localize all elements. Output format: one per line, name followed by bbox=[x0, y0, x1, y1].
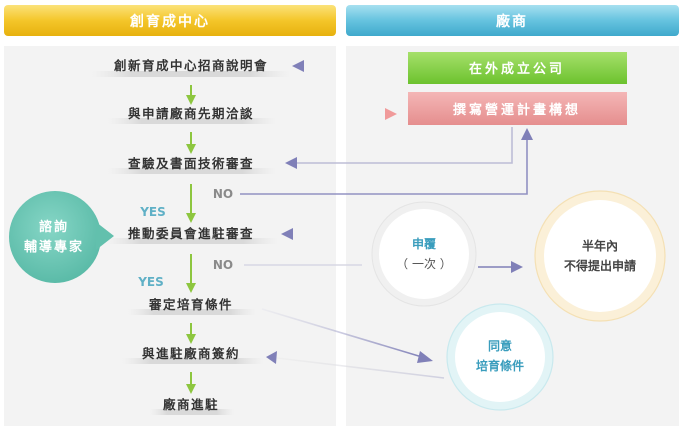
box-establish-company-label: 在外成立公司 bbox=[469, 61, 565, 77]
step-underline bbox=[108, 168, 276, 174]
step-written-review: 查驗及書面技術審查 bbox=[127, 156, 254, 171]
arrow-head bbox=[281, 228, 293, 240]
step-preliminary-talks: 與申請廠商先期洽談 bbox=[128, 106, 254, 121]
step-underline bbox=[106, 238, 278, 244]
arrow-plan-to-review bbox=[296, 127, 513, 164]
circle-appeal-inner bbox=[379, 209, 469, 299]
agree-line2: 培育條件 bbox=[476, 358, 524, 373]
arrow-head bbox=[285, 157, 297, 169]
appeal-line2: （ 一次 ） bbox=[396, 257, 452, 271]
agree-line1: 同意 bbox=[488, 338, 512, 353]
consult-callout-pointer bbox=[96, 222, 114, 250]
step-underline bbox=[92, 71, 290, 77]
step-underline bbox=[108, 118, 276, 124]
no-label: NO bbox=[213, 187, 233, 201]
arrow-head bbox=[417, 351, 433, 363]
box-business-plan bbox=[408, 92, 627, 125]
appeal-line1: 申覆 bbox=[412, 236, 437, 251]
consult-line1: 諮詢 bbox=[39, 219, 69, 235]
yes-label: YES bbox=[139, 205, 166, 219]
circle-agree-inner bbox=[455, 312, 545, 402]
arrow-head bbox=[385, 108, 397, 120]
step-committee-review: 推動委員會進駐審查 bbox=[128, 226, 254, 241]
yes-label: YES bbox=[137, 275, 164, 289]
box-establish-company bbox=[408, 52, 627, 84]
circle-consult-experts bbox=[9, 191, 101, 283]
step-briefing: 創新育成中心招商說明會 bbox=[113, 58, 268, 73]
step-sign-contract: 與進駐廠商簽約 bbox=[142, 346, 240, 361]
arrow-head bbox=[511, 261, 523, 273]
arrow-no-to-plan bbox=[240, 139, 528, 195]
arrow-approve-to-agree bbox=[261, 308, 423, 358]
step-approve-conditions: 審定培育條件 bbox=[148, 297, 233, 312]
halfyear-line2: 不得提出申請 bbox=[564, 258, 636, 273]
no-label: NO bbox=[213, 258, 233, 272]
right-column-header bbox=[346, 5, 679, 36]
box-business-plan-label: 撰寫營運計畫構想 bbox=[453, 102, 581, 118]
arrow-head bbox=[292, 60, 304, 72]
arrow-head bbox=[266, 351, 277, 364]
halfyear-line1: 半年內 bbox=[582, 238, 618, 253]
step-underline bbox=[122, 358, 264, 364]
right-header-title: 廠商 bbox=[496, 13, 528, 30]
consult-line2: 輔導專家 bbox=[24, 239, 84, 255]
arrow-agree-to-contract bbox=[276, 357, 445, 379]
step-company-moves-in: 廠商進駐 bbox=[163, 397, 219, 412]
left-header-title: 創育成中心 bbox=[129, 13, 210, 30]
arrow-head bbox=[521, 128, 533, 140]
step-underline bbox=[150, 409, 234, 415]
circle-halfyear-inner bbox=[544, 200, 656, 312]
step-underline bbox=[128, 309, 256, 315]
left-column-header bbox=[4, 5, 336, 36]
